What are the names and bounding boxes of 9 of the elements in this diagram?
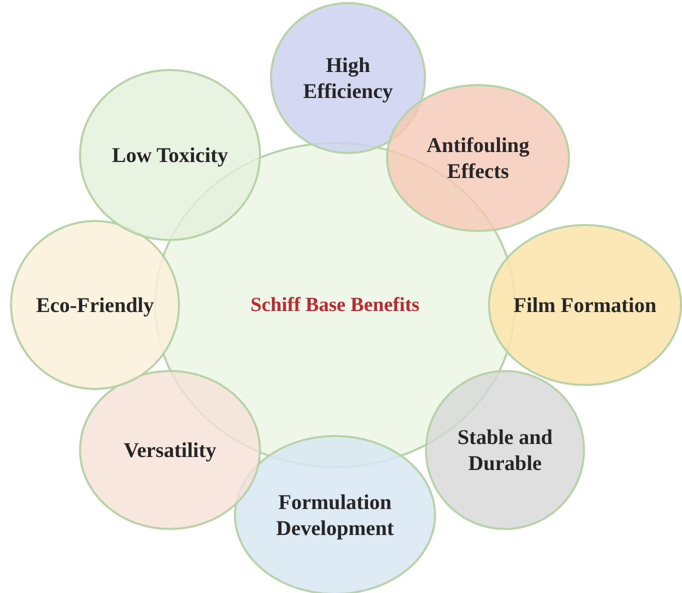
benefit-label: High Efficiency [302,52,394,104]
benefit-label: Eco-Friendly [36,292,154,318]
benefit-label: Stable and Durable [456,424,554,476]
benefit-label: Low Toxicity [112,142,228,168]
benefit-label: Antifouling Effects [426,132,530,184]
benefit-label: Film Formation [514,292,656,318]
center-title: Schiff Base Benefits [250,292,420,318]
benefit-label: Formulation Development [275,488,395,542]
benefit-label: Versatility [124,436,216,464]
